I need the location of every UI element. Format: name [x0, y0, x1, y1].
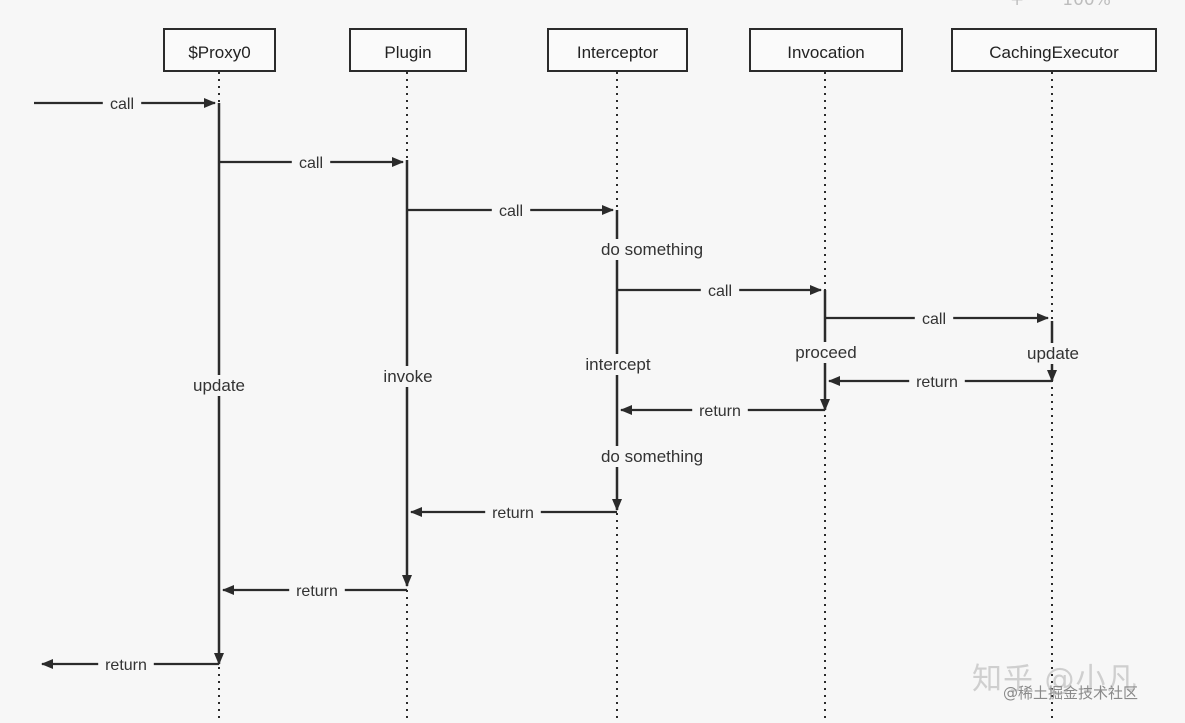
note-bg: [377, 366, 439, 387]
note-plugin: invoke: [377, 366, 439, 387]
note-text: update: [1027, 344, 1079, 363]
note-bg: [1022, 343, 1084, 364]
message-label-bg: [700, 280, 740, 299]
note-text: invoke: [383, 367, 432, 386]
message-return-8: return: [222, 580, 407, 600]
message-label-bg: [914, 308, 954, 327]
participant-plugin: Plugin: [349, 28, 467, 72]
zoom-level: 100%: [1062, 0, 1111, 10]
participant-interceptor: Interceptor: [547, 28, 688, 72]
participant-box: [749, 28, 903, 72]
message-label: return: [492, 505, 534, 522]
message-return-6: return: [620, 400, 825, 420]
participant-box: [951, 28, 1157, 72]
participant-label: Invocation: [787, 43, 865, 62]
message-call-1: call: [219, 152, 404, 172]
message-return-9: return: [41, 654, 219, 674]
note-bg: [593, 446, 711, 467]
watermark-juejin: @稀土掘金技术社区: [1003, 684, 1139, 702]
message-label: return: [296, 583, 338, 600]
message-label-bg: [485, 502, 541, 521]
participant-label: Interceptor: [577, 43, 659, 62]
participant-label: $Proxy0: [188, 43, 250, 62]
zoom-in-icon[interactable]: +: [1010, 0, 1025, 10]
note-bg: [790, 342, 862, 363]
message-return-5: return: [828, 371, 1052, 391]
message-label-bg: [102, 93, 142, 112]
message-label: return: [916, 374, 958, 391]
note-interceptor: do something: [593, 239, 711, 260]
participant-box: [163, 28, 276, 72]
note-interceptor: intercept: [573, 354, 663, 375]
message-label-bg: [909, 371, 965, 390]
participant-invocation: Invocation: [749, 28, 903, 72]
note-text: do something: [601, 240, 703, 259]
message-label: return: [105, 657, 147, 674]
participant-label: Plugin: [384, 43, 431, 62]
note-bg: [573, 354, 663, 375]
message-label: call: [499, 203, 523, 220]
participant-box: [349, 28, 467, 72]
message-label-bg: [692, 400, 748, 419]
note-interceptor: do something: [593, 446, 711, 467]
note-text: do something: [601, 447, 703, 466]
note-executor: update: [1022, 343, 1084, 364]
message-label-bg: [291, 152, 331, 171]
message-label: return: [699, 403, 741, 420]
message-label-bg: [491, 200, 531, 219]
note-text: proceed: [795, 343, 856, 362]
message-return-7: return: [410, 502, 617, 522]
zoom-toolbar: +100%: [1010, 0, 1185, 10]
watermark-zhihu: 知乎 @小凡: [972, 662, 1138, 697]
message-label: call: [922, 311, 946, 328]
participant-proxy: $Proxy0: [163, 28, 276, 72]
note-proxy: update: [188, 375, 250, 396]
participant-box: [547, 28, 688, 72]
message-label-bg: [98, 654, 154, 673]
message-label: call: [299, 155, 323, 172]
note-text: intercept: [585, 355, 650, 374]
participant-label: CachingExecutor: [989, 43, 1119, 62]
participant-executor: CachingExecutor: [951, 28, 1157, 72]
note-text: update: [193, 376, 245, 395]
note-bg: [593, 239, 711, 260]
note-bg: [188, 375, 250, 396]
message-label-bg: [289, 580, 345, 599]
note-invocation: proceed: [790, 342, 862, 363]
message-label: call: [110, 96, 134, 113]
message-call-3: call: [617, 280, 822, 300]
message-label: call: [708, 283, 732, 300]
message-call-4: call: [825, 308, 1049, 328]
message-call-2: call: [407, 200, 614, 220]
message-call-0: call: [34, 93, 216, 113]
